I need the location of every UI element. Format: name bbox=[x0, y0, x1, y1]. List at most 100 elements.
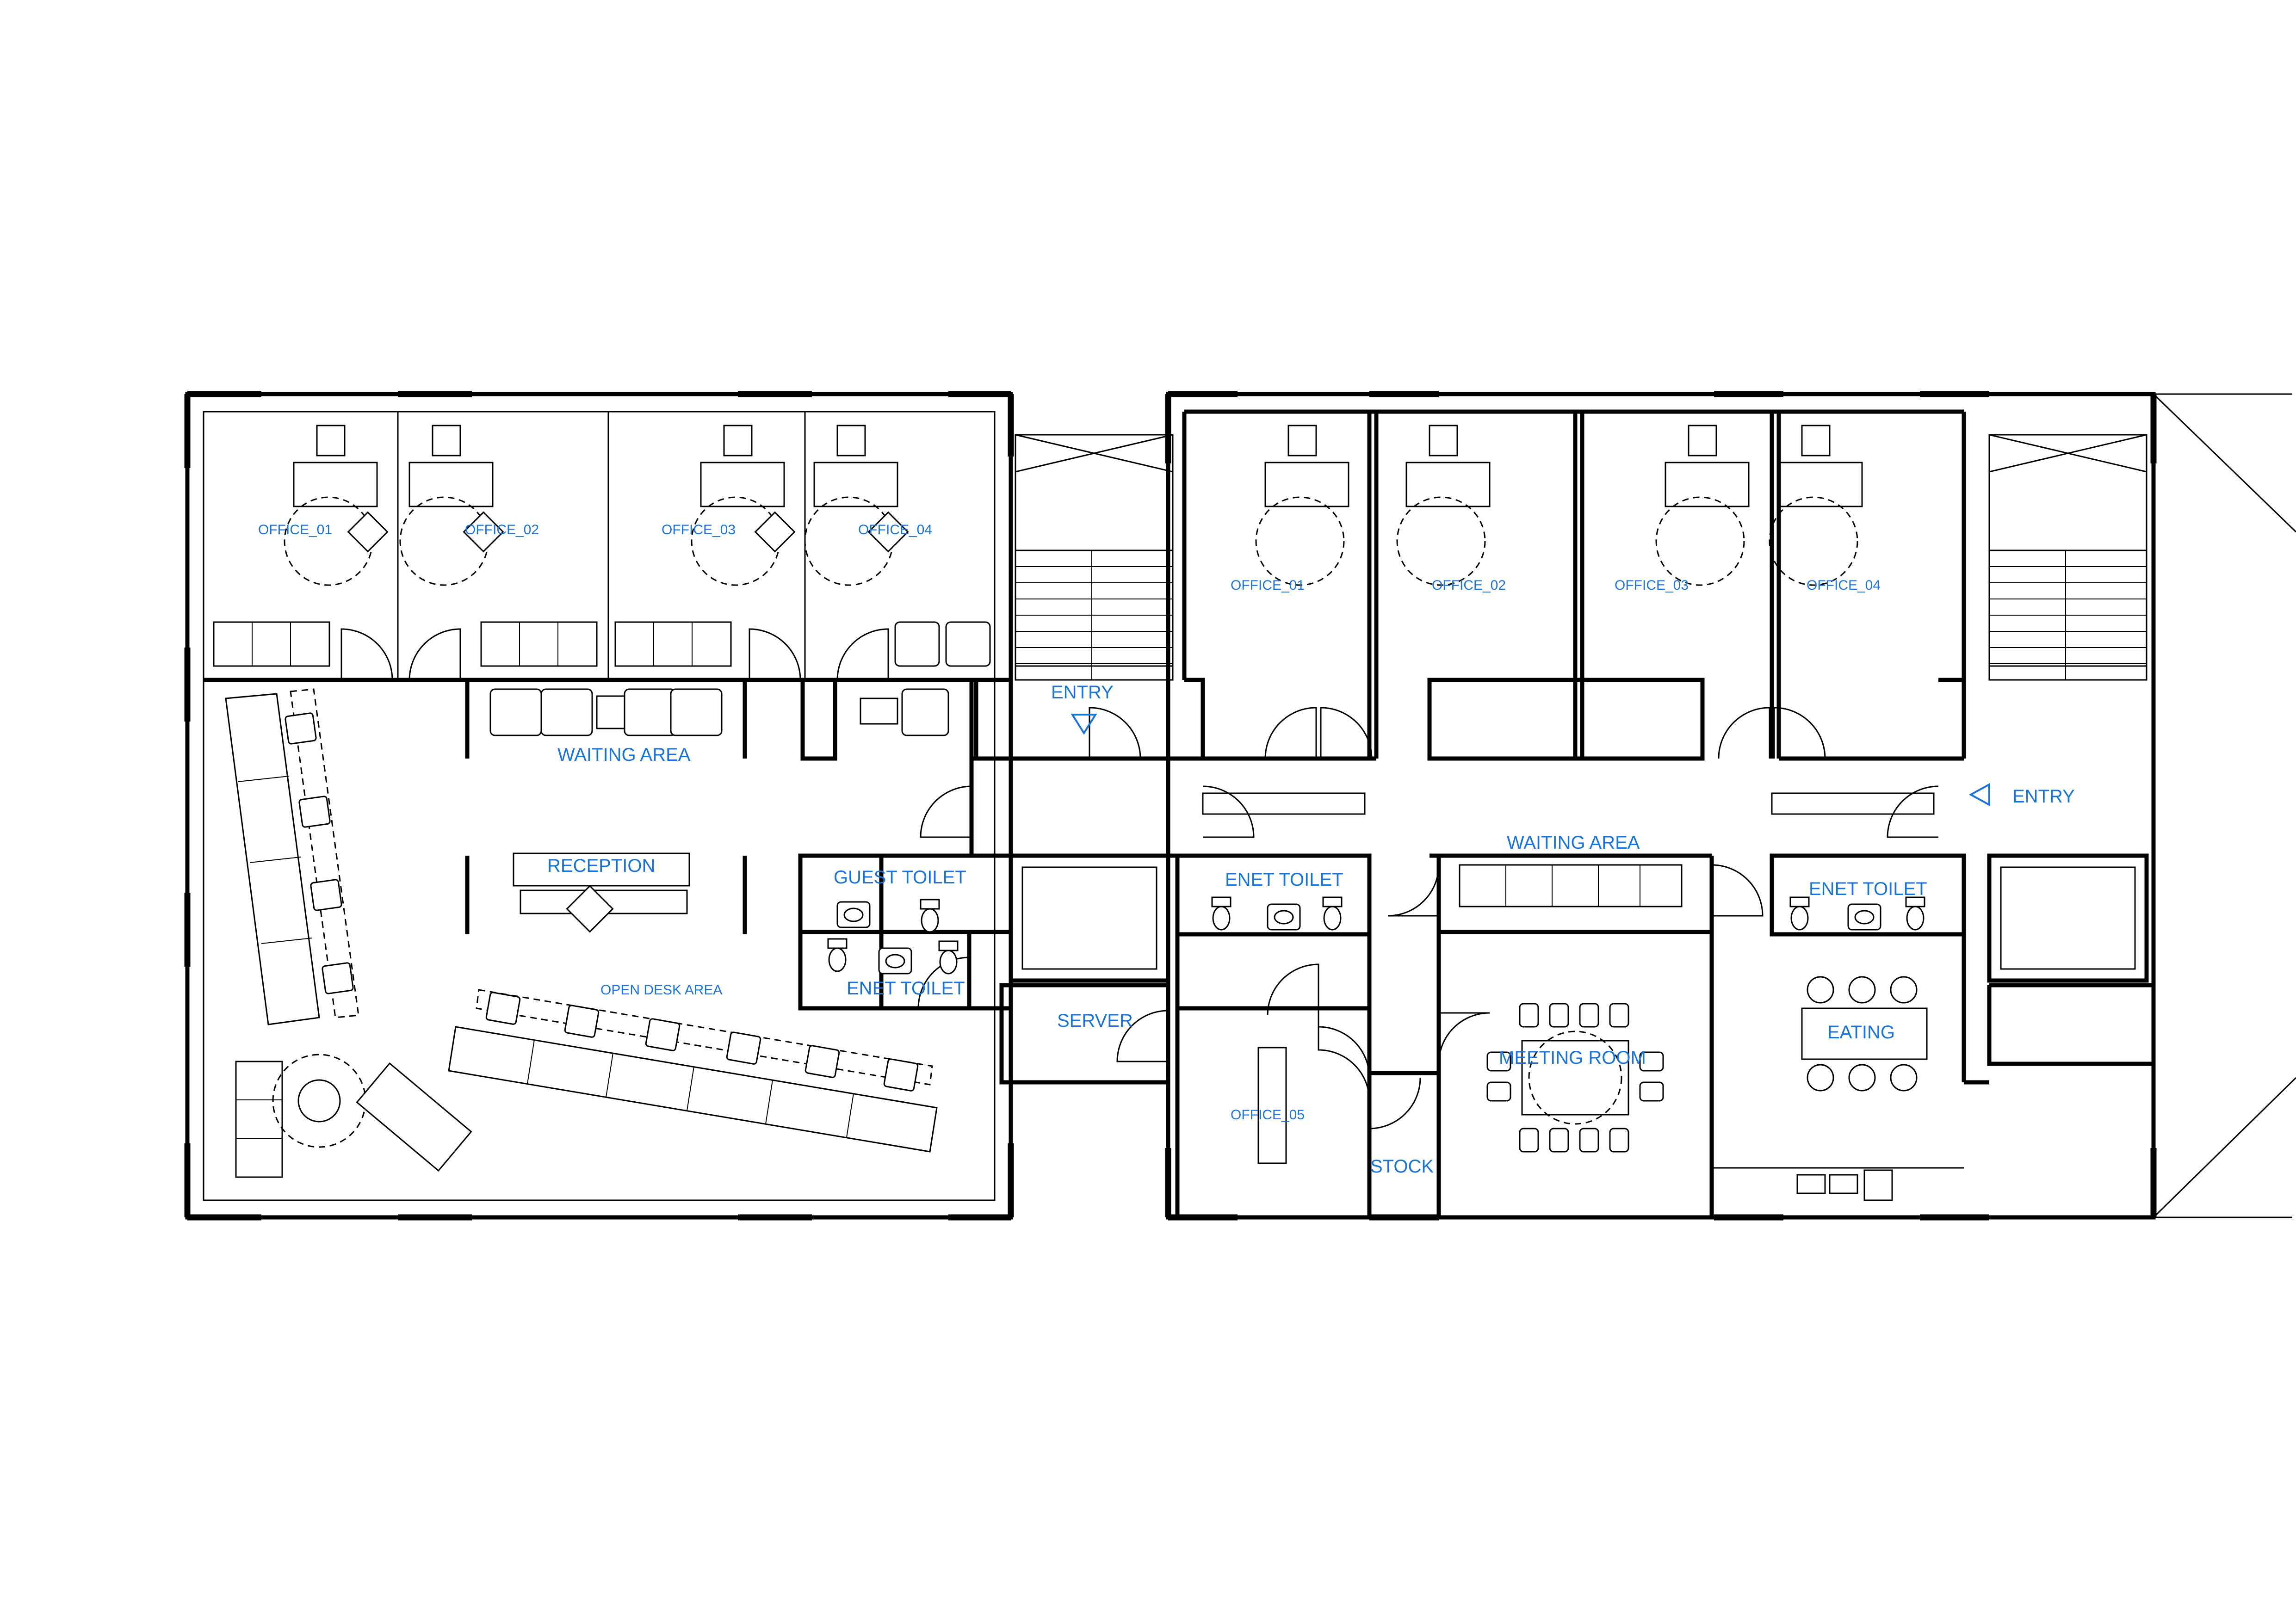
meeting-chair bbox=[1579, 1128, 1599, 1153]
desk-clearance-circle bbox=[1769, 496, 1858, 586]
right-office-01-label: OFFICE_01 bbox=[1231, 578, 1305, 593]
left-waiting-seating bbox=[489, 688, 949, 736]
meeting-chair bbox=[1549, 1003, 1569, 1028]
entry-left-label: ENTRY bbox=[1051, 682, 1114, 703]
entry-left-arrow-icon bbox=[1071, 714, 1097, 735]
toilet-tank bbox=[938, 940, 959, 951]
enet-toilet-left-label: ENET TOILET bbox=[847, 978, 965, 999]
guest-toilet-label: GUEST TOILET bbox=[834, 867, 966, 888]
left-office-01-label: OFFICE_01 bbox=[258, 522, 332, 537]
toilet-bowl bbox=[828, 947, 847, 972]
left-office-03-label: OFFICE_03 bbox=[662, 522, 736, 537]
left-office-04-label: OFFICE_04 bbox=[858, 522, 932, 537]
entry-corridor-left bbox=[920, 680, 1203, 983]
exterior-walls bbox=[184, 391, 2296, 1221]
office-desk bbox=[1264, 462, 1349, 507]
right-office-walls bbox=[1182, 409, 1966, 761]
desk-clearance-circle bbox=[1255, 496, 1345, 586]
meeting-chair bbox=[1609, 1003, 1629, 1028]
sink-basin bbox=[843, 907, 864, 922]
office-chair bbox=[723, 425, 753, 457]
meeting-chair bbox=[1486, 1051, 1511, 1072]
enet-toilet-right-label: ENET TOILET bbox=[1809, 879, 1927, 899]
left-office-furniture bbox=[284, 425, 909, 586]
open-desk-area-furniture bbox=[448, 989, 938, 1153]
sink bbox=[836, 901, 871, 928]
left-office-02-label: OFFICE_02 bbox=[465, 522, 539, 537]
right-lower-rooms bbox=[1168, 853, 2154, 1219]
office-chair bbox=[1287, 425, 1317, 457]
left-office-doors bbox=[340, 628, 889, 680]
office-desk bbox=[1405, 462, 1491, 507]
meeting-table bbox=[1486, 1003, 1664, 1153]
toilet-tank bbox=[1322, 896, 1343, 907]
meeting-chair bbox=[1609, 1128, 1629, 1153]
server-label: SERVER bbox=[1057, 1011, 1133, 1031]
eating-chair bbox=[1890, 1064, 1918, 1092]
toilet-bowl bbox=[1790, 906, 1809, 931]
stock-label: STOCK bbox=[1370, 1156, 1434, 1177]
toilet-tank bbox=[1789, 896, 1810, 907]
left-toilet-core bbox=[798, 853, 1013, 1011]
reception-label: RECEPTION bbox=[547, 856, 655, 876]
eating-chair bbox=[1807, 1064, 1834, 1092]
eating-chair bbox=[1807, 976, 1834, 1004]
right-office-03-label: OFFICE_03 bbox=[1615, 578, 1689, 593]
eating-label: EATING bbox=[1827, 1022, 1895, 1043]
stair-left bbox=[1015, 549, 1174, 681]
enet-toilet-middle-label: ENET TOILET bbox=[1225, 870, 1343, 890]
visitor-chair bbox=[754, 511, 796, 553]
office-desk bbox=[408, 462, 494, 507]
office-chair bbox=[316, 425, 346, 457]
sink-basin bbox=[1274, 910, 1294, 925]
right-office-furniture bbox=[1255, 425, 1863, 586]
meeting-chair bbox=[1639, 1051, 1664, 1072]
lounge-furniture bbox=[235, 1054, 472, 1178]
corridor-benches bbox=[1202, 785, 1939, 838]
sink-basin bbox=[1854, 910, 1875, 925]
sink-basin bbox=[885, 954, 905, 969]
sink bbox=[878, 947, 912, 975]
left-waiting-area-label: WAITING AREA bbox=[557, 745, 691, 765]
desk-chair bbox=[726, 1031, 761, 1065]
toilet-bowl bbox=[1212, 906, 1231, 931]
office-05-desk bbox=[1257, 1047, 1287, 1164]
office-desk bbox=[813, 462, 898, 507]
office-chair bbox=[432, 425, 461, 457]
toilet-tank bbox=[827, 938, 848, 949]
entry-right-arrow-icon bbox=[1968, 783, 1990, 807]
right-waiting-seating bbox=[1459, 864, 1683, 907]
eating-chair bbox=[1890, 976, 1918, 1004]
sink bbox=[1267, 903, 1301, 931]
office-desk bbox=[1665, 462, 1750, 507]
meeting-chair bbox=[1486, 1081, 1511, 1102]
office-chair bbox=[1801, 425, 1831, 457]
office-chair bbox=[1688, 425, 1717, 457]
right-office-04-label: OFFICE_04 bbox=[1807, 578, 1881, 593]
meeting-chair bbox=[1519, 1003, 1539, 1028]
visitor-chair bbox=[463, 511, 504, 553]
desk-chair bbox=[485, 992, 521, 1025]
toilet-bowl bbox=[939, 950, 958, 975]
toilet-tank bbox=[920, 899, 940, 910]
bench-chair bbox=[298, 796, 331, 828]
bench-chair bbox=[322, 962, 354, 994]
meeting-chair bbox=[1519, 1128, 1539, 1153]
desk-chair bbox=[645, 1018, 681, 1051]
eating-chair bbox=[1848, 1064, 1876, 1092]
sink bbox=[1847, 903, 1881, 931]
desk-clearance-circle bbox=[1396, 496, 1486, 586]
toilet-tank bbox=[1211, 896, 1232, 907]
office-sofas bbox=[213, 621, 991, 667]
bench-chair bbox=[285, 712, 317, 745]
stair-right bbox=[1988, 549, 2147, 681]
eating-table bbox=[1801, 976, 1928, 1092]
meeting-chair bbox=[1549, 1128, 1569, 1153]
desk-chair bbox=[805, 1045, 840, 1078]
meeting-chair bbox=[1579, 1003, 1599, 1028]
desk-clearance-circle bbox=[1655, 496, 1745, 586]
office-05-label: OFFICE_05 bbox=[1231, 1107, 1305, 1123]
office-desk bbox=[1778, 462, 1863, 507]
entry-right-label: ENTRY bbox=[2012, 786, 2075, 807]
